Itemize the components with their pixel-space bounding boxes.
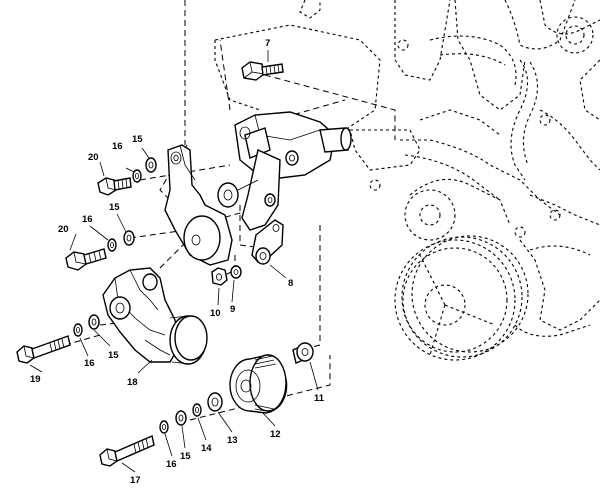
callout-13: 13 <box>227 435 238 446</box>
lockwasher-16-bottom <box>159 420 169 434</box>
washer-15-bottom <box>175 410 187 426</box>
callout-8: 8 <box>288 278 293 289</box>
spacer-11 <box>292 342 314 364</box>
lockwasher-16-lower <box>107 238 117 252</box>
washer-15-lower <box>123 230 135 246</box>
bracket-8 <box>251 219 284 265</box>
callout-labels: 7 15 16 20 20 16 15 9 10 8 15 16 19 18 1… <box>30 38 325 486</box>
engine-block-phantom <box>214 0 600 337</box>
mounting-bracket <box>164 144 233 266</box>
washer-15-left <box>88 314 100 330</box>
idler-pulley-12 <box>229 354 288 414</box>
callout-15: 15 <box>109 202 120 213</box>
callout-15: 15 <box>108 350 119 361</box>
washer-9 <box>230 265 242 279</box>
callout-20: 20 <box>88 152 99 163</box>
callout-14: 14 <box>201 443 212 454</box>
callout-9: 9 <box>230 304 235 315</box>
callout-12: 12 <box>270 429 281 440</box>
washer-13 <box>207 392 223 412</box>
lockwasher-16-left <box>73 323 83 337</box>
bolt-19 <box>16 335 71 364</box>
callout-16: 16 <box>82 214 93 225</box>
bolt-20-upper <box>97 177 132 196</box>
power-steering-pump <box>217 111 352 231</box>
callout-10: 10 <box>210 308 221 319</box>
bolt-7 <box>241 61 284 81</box>
lockwasher-16-upper <box>132 169 142 183</box>
bolt-20-lower <box>65 248 107 271</box>
washer-15-upper <box>145 157 157 173</box>
callout-15: 15 <box>180 451 191 462</box>
bolt-17 <box>99 435 155 467</box>
callout-19: 19 <box>30 374 41 385</box>
callout-15: 15 <box>132 134 143 145</box>
callout-7: 7 <box>265 38 270 49</box>
belt-tensioner-18 <box>102 267 208 365</box>
callout-16: 16 <box>84 358 95 369</box>
leader-lines <box>29 50 319 473</box>
washer-14 <box>192 403 202 417</box>
callout-11: 11 <box>314 393 325 404</box>
nut-10 <box>211 267 228 286</box>
callout-16: 16 <box>166 459 177 470</box>
crankshaft-pulley-phantom <box>394 178 529 361</box>
callout-16: 16 <box>112 141 123 152</box>
callout-17: 17 <box>130 475 141 486</box>
callout-20: 20 <box>58 224 69 235</box>
callout-18: 18 <box>127 377 138 388</box>
